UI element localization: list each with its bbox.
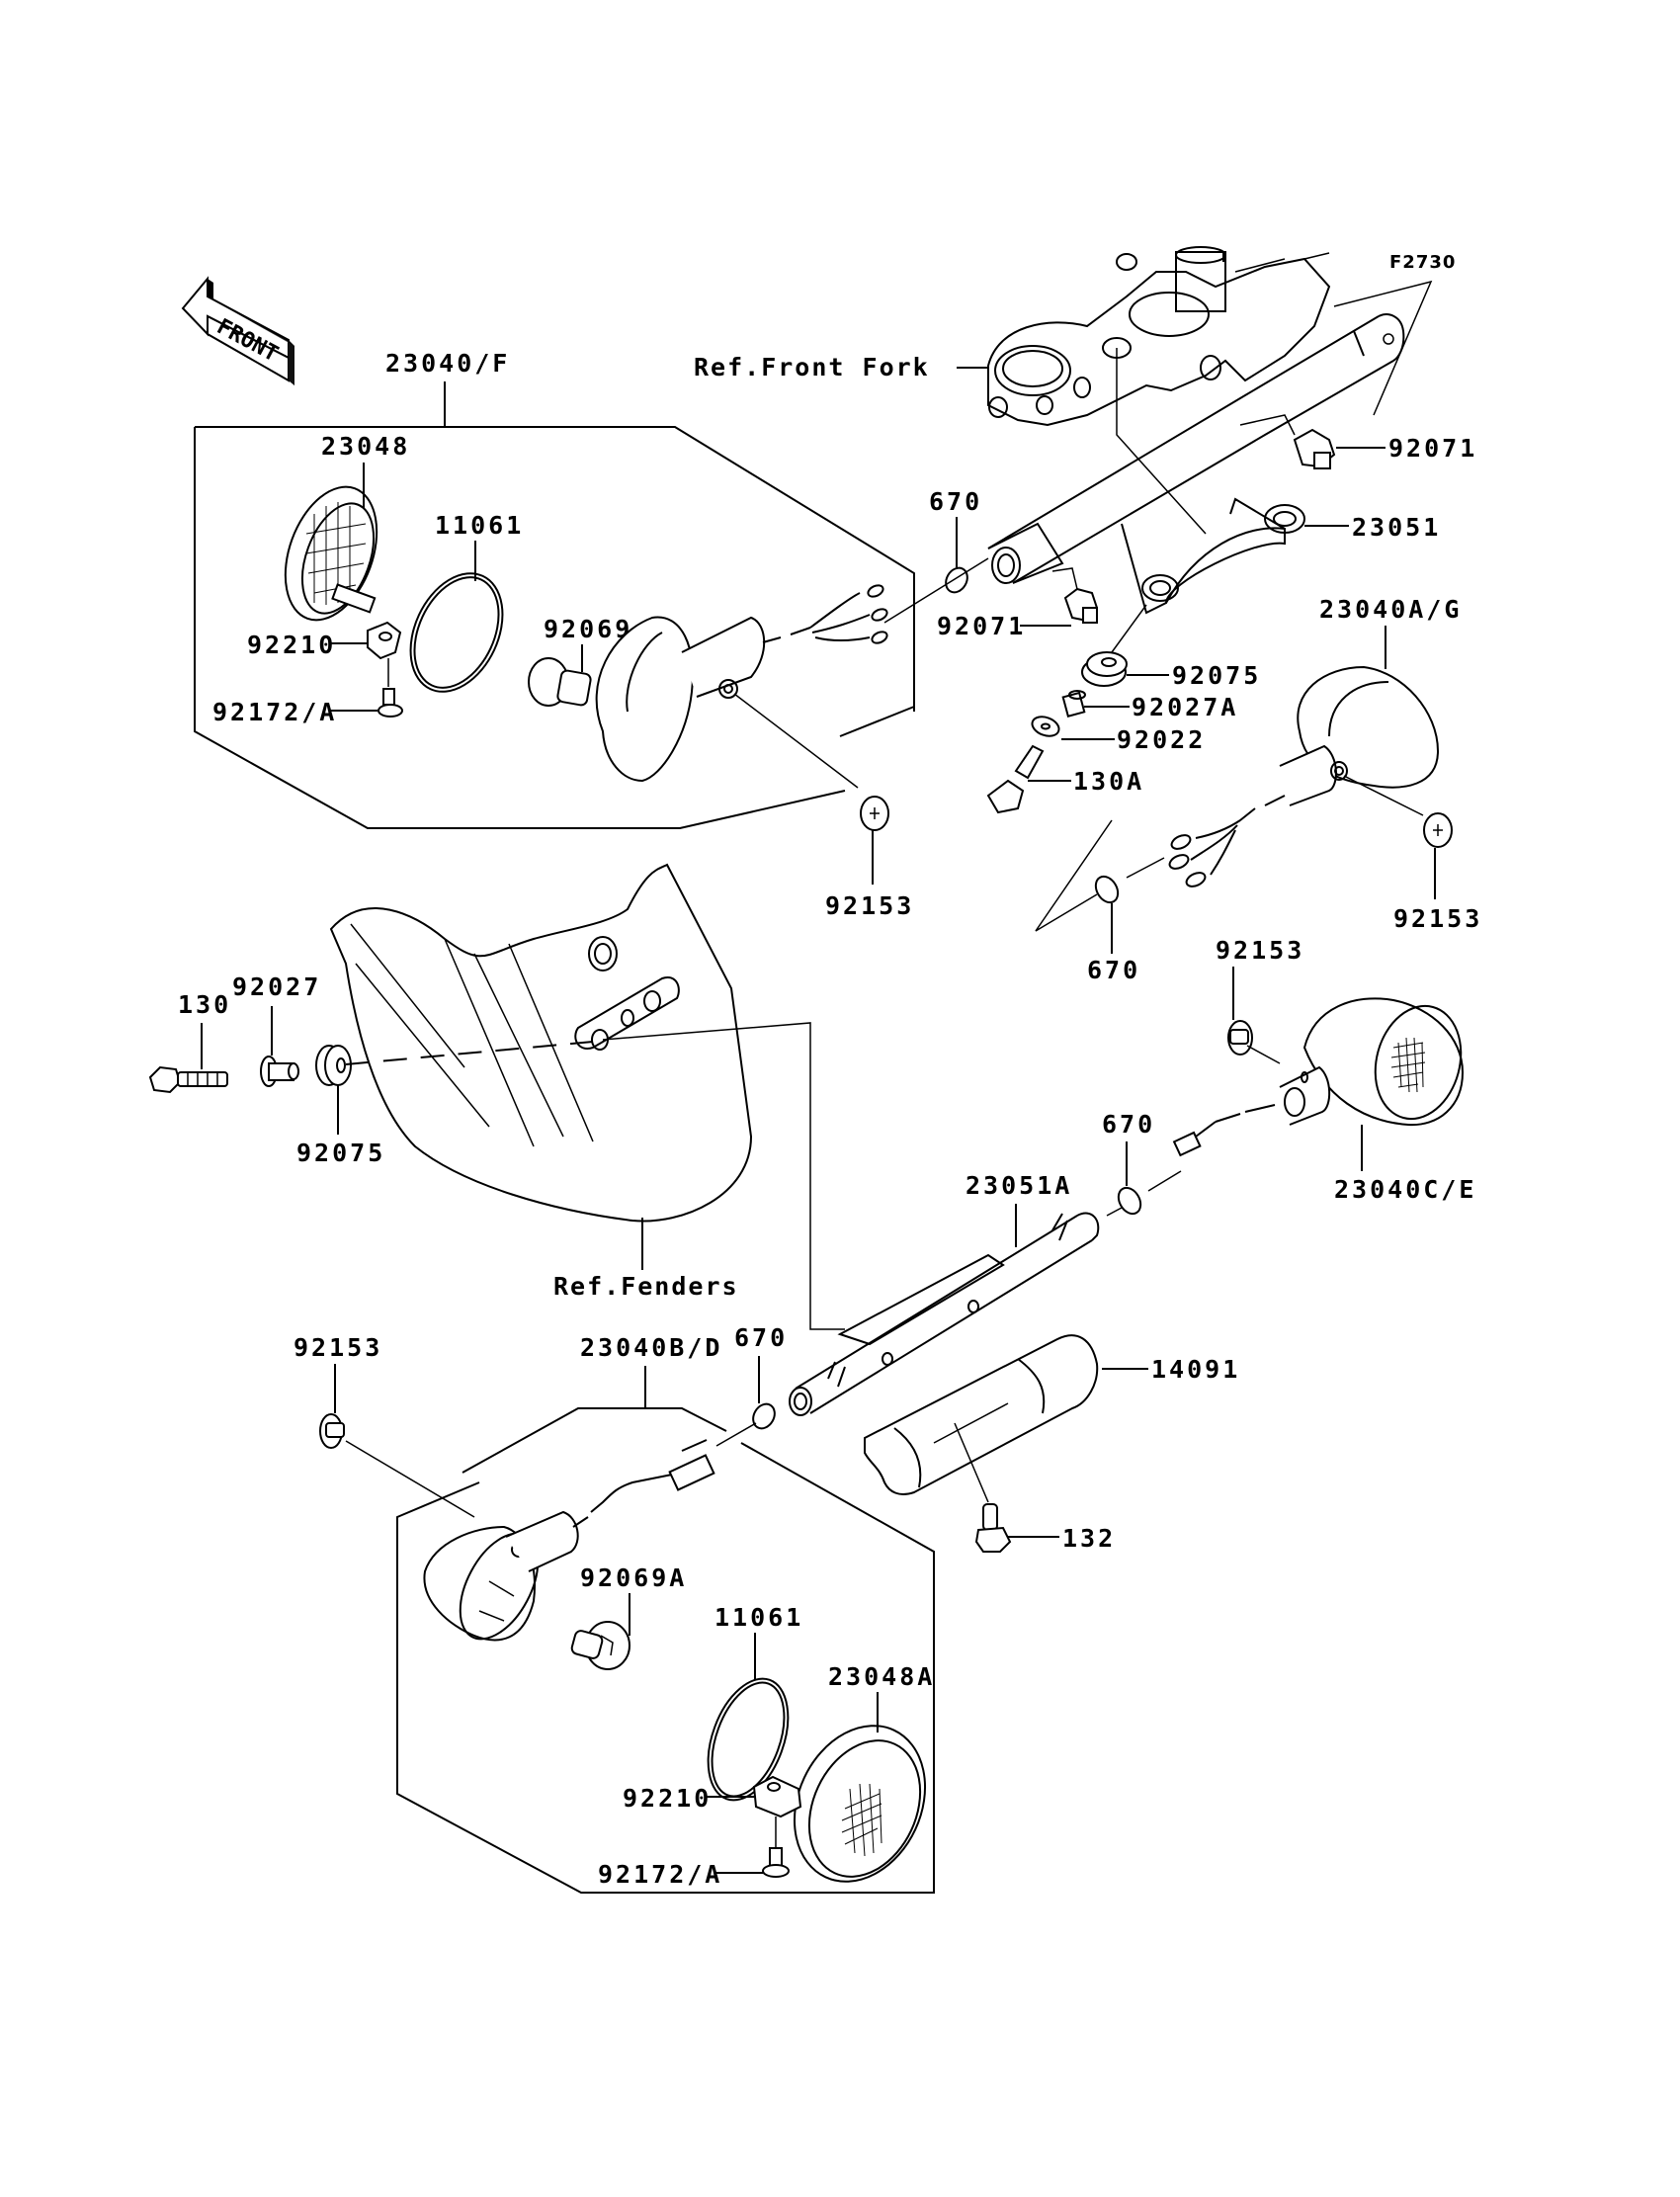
part-label-92069[interactable]: 92069: [544, 615, 632, 643]
part-label-92075-a[interactable]: 92075: [1172, 661, 1261, 690]
part-label-670-a[interactable]: 670: [929, 487, 982, 516]
screw-92172a-front: [378, 658, 403, 718]
leader-axis-670-b2: [1126, 857, 1165, 879]
part-label-14091[interactable]: 14091: [1151, 1355, 1240, 1384]
collar-92027: [260, 1056, 299, 1087]
oring-670-c: [1117, 1186, 1142, 1216]
part-label-92027[interactable]: 92027: [232, 972, 321, 1001]
part-label-670-c[interactable]: 670: [1102, 1110, 1155, 1139]
nut-92210-rear: [752, 1775, 802, 1818]
leader-axis-670-c2: [1147, 1170, 1182, 1192]
part-label-92172a-rear[interactable]: 92172/A: [598, 1860, 722, 1889]
part-label-23040ag[interactable]: 23040A/G: [1319, 595, 1462, 624]
cover-14091: [864, 1334, 1099, 1495]
washer-92022: [1031, 716, 1060, 737]
part-label-23048a[interactable]: 23048A: [828, 1662, 935, 1691]
part-label-130a[interactable]: 130A: [1073, 767, 1144, 796]
part-label-92027a[interactable]: 92027A: [1132, 693, 1238, 721]
part-label-670-b[interactable]: 670: [1087, 956, 1140, 984]
part-label-92075-b[interactable]: 92075: [296, 1139, 385, 1167]
housing-rear-left: [423, 1454, 715, 1642]
screw-92153-d: [319, 1413, 345, 1449]
front-fender: [329, 863, 753, 1223]
screw-92153-b: [1423, 812, 1453, 848]
part-label-92210-rear[interactable]: 92210: [623, 1784, 712, 1813]
bolt-130a: [986, 744, 1045, 814]
damper-92075-stack: [1081, 651, 1128, 687]
leader-axis-damper: [1111, 604, 1147, 653]
oring-670-a: [945, 566, 968, 594]
part-label-92210-front[interactable]: 92210: [247, 631, 336, 659]
bulb-92069a: [570, 1621, 630, 1670]
collar-92027a: [1061, 690, 1086, 718]
leader-screw-front-right: [1343, 775, 1424, 816]
screw-92153-a: [860, 796, 889, 831]
leader-axis-fender-stay: [602, 1022, 845, 1330]
part-label-23040f[interactable]: 23040/F: [385, 349, 510, 378]
ref-fenders-label[interactable]: Ref.Fenders: [553, 1272, 739, 1301]
lens-23048a: [793, 1725, 927, 1883]
screw-92153-c: [1227, 1020, 1253, 1056]
bolt-132: [974, 1503, 1012, 1553]
part-label-23040bd[interactable]: 23040B/D: [580, 1333, 722, 1362]
front-arrow-icon: FRONT: [181, 276, 294, 385]
housing-front-left: [595, 584, 888, 783]
housing-front-right: [1168, 665, 1440, 887]
part-label-670-d[interactable]: 670: [734, 1323, 788, 1352]
part-label-92153-a[interactable]: 92153: [825, 891, 914, 920]
figure-code: F2730: [1389, 252, 1456, 273]
leader-axis-screw-rear-left: [345, 1440, 475, 1518]
leader-axis-670-c: [1106, 1207, 1123, 1217]
part-label-92172a-front[interactable]: 92172/A: [212, 698, 337, 726]
oring-670-b: [1094, 875, 1120, 904]
screw-92172a-rear: [762, 1817, 790, 1878]
front-fork-bracket: [987, 246, 1331, 535]
lens-23048: [284, 485, 378, 622]
part-label-92071-left[interactable]: 92071: [937, 612, 1026, 640]
leader-23051-bracket: [1333, 280, 1433, 416]
grommet-92071-right: [1293, 428, 1336, 469]
rear-stay-23051a: [789, 1212, 1100, 1416]
part-label-23051a[interactable]: 23051A: [966, 1171, 1072, 1200]
leader-axis-screw-rear-right: [1246, 1045, 1281, 1064]
part-label-23048[interactable]: 23048: [321, 432, 410, 461]
leader-92071-left-bracket: [1051, 567, 1078, 590]
ref-front-fork-label[interactable]: Ref.Front Fork: [694, 353, 930, 381]
housing-rear-right: [1172, 997, 1465, 1157]
leader-axis-670-a: [883, 557, 989, 624]
front-stay-23051: [987, 313, 1405, 615]
part-label-23040ce[interactable]: 23040C/E: [1334, 1175, 1476, 1204]
oring-670-d: [752, 1402, 776, 1430]
damper-92075-b: [315, 1045, 352, 1086]
assy-box-23040bd: [396, 1407, 935, 1894]
bulb-92069: [528, 657, 592, 707]
leader-axis-fender-mount: [345, 1041, 594, 1065]
leader-axis-670-d: [715, 1422, 757, 1447]
leader-axis-670-b: [1035, 819, 1113, 932]
bolt-130: [148, 1065, 228, 1094]
part-label-11061-rear[interactable]: 11061: [714, 1603, 803, 1632]
part-label-92071-right[interactable]: 92071: [1388, 434, 1477, 463]
leader-screw-front-left: [733, 693, 859, 789]
part-label-92153-b[interactable]: 92153: [1393, 904, 1482, 933]
gasket-11061-front: [409, 572, 504, 693]
assy-box-23040f: [194, 426, 915, 829]
part-label-92069a[interactable]: 92069A: [580, 1563, 687, 1592]
part-label-92153-c[interactable]: 92153: [1216, 936, 1304, 965]
part-label-92153-d[interactable]: 92153: [294, 1333, 382, 1362]
leader-axis-132: [954, 1422, 989, 1503]
grommet-92071-left: [1063, 587, 1099, 624]
part-label-92022[interactable]: 92022: [1117, 725, 1206, 754]
nut-92210-front: [367, 621, 402, 660]
gasket-11061-rear: [707, 1677, 790, 1802]
part-label-132[interactable]: 132: [1062, 1524, 1116, 1553]
part-label-130[interactable]: 130: [178, 990, 231, 1019]
part-label-11061-front[interactable]: 11061: [435, 511, 524, 540]
part-label-23051[interactable]: 23051: [1352, 513, 1441, 542]
